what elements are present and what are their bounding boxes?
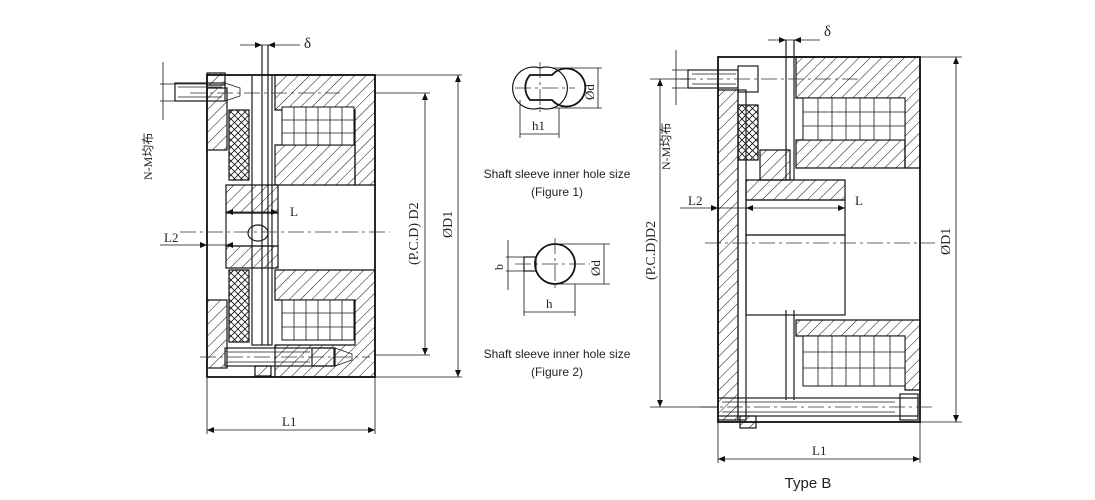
fig1-caption: Shaft sleeve inner hole size	[484, 167, 631, 181]
right-hub-shoulder	[759, 149, 791, 181]
left-l2-arrow-b	[226, 242, 233, 248]
right-l1-arrow-a	[718, 456, 725, 462]
left-friction-top	[228, 109, 250, 181]
fig1-circle	[512, 66, 568, 110]
right-d2-arrow-b	[657, 400, 663, 407]
figure-1: Ød h1 Shaft sleeve inner hole size (Figu…	[484, 62, 631, 199]
right-l1-arrow-b	[913, 456, 920, 462]
left-delta-arrow-b	[268, 42, 275, 48]
left-l1-label: L1	[282, 414, 296, 429]
fig1-h1-label: h1	[532, 118, 545, 133]
figure-2: Ød b h Shaft sleeve inner hole size (Fig…	[484, 238, 631, 379]
right-d1-arrow-b	[953, 415, 959, 422]
left-flange-top	[206, 87, 228, 151]
left-coil-top	[281, 106, 355, 146]
type-b-label: Type B	[785, 475, 832, 492]
fig2-h-label: h	[546, 296, 553, 311]
right-l-arrow	[838, 205, 845, 211]
left-l-arrow-b	[271, 209, 278, 215]
left-friction-bottom	[228, 269, 250, 343]
left-d2-arrow-b	[422, 348, 428, 355]
right-magnet-bottom	[795, 319, 921, 391]
right-delta-label: δ	[824, 24, 831, 40]
right-assembly: δ N-M均布 L2 L (P.C.D)D2 ØD1	[644, 24, 962, 492]
left-assembly: δ N-M均布 L L2 L1 (P.C.D) D2	[141, 36, 462, 434]
right-hub-bore	[745, 199, 846, 236]
right-l2-arrow-a	[711, 205, 718, 211]
right-magnet-top-inner	[795, 139, 906, 169]
left-d2-label: (P.C.D) D2	[407, 202, 422, 265]
fig2-b-label: b	[492, 264, 506, 270]
left-nm-label: N-M均布	[141, 133, 155, 180]
left-coil-bottom	[281, 299, 355, 341]
left-top-bolt	[174, 72, 241, 102]
left-delta-label: δ	[304, 36, 311, 52]
right-d2-label: (P.C.D)D2	[644, 221, 659, 280]
right-coil-bottom	[802, 335, 906, 387]
left-d1-arrow-b	[455, 370, 461, 377]
fig1-d-label: Ød	[582, 84, 597, 100]
fig2-caption: Shaft sleeve inner hole size	[484, 347, 631, 361]
right-d1-label: ØD1	[939, 228, 954, 255]
left-d1-arrow-a	[455, 75, 461, 82]
fig1-shape	[524, 67, 587, 108]
left-hub-top	[225, 184, 279, 214]
left-l1-arrow-a	[207, 427, 214, 433]
right-d2-arrow-a	[657, 79, 663, 86]
left-l2-arrow-a	[200, 242, 207, 248]
left-keyway	[247, 224, 269, 242]
left-magnet-top-inner	[274, 144, 356, 186]
right-delta-arrow-b	[794, 37, 801, 43]
right-delta-arrow-a	[779, 37, 786, 43]
left-hub-bottom	[225, 245, 279, 269]
right-friction-top	[737, 104, 759, 161]
left-l-arrow-a	[226, 209, 233, 215]
left-hub-bore	[225, 212, 279, 247]
left-l-label: L	[290, 204, 298, 219]
left-d2-arrow-a	[422, 93, 428, 100]
left-flange-bottom	[206, 299, 228, 369]
left-l1-arrow-b	[368, 427, 375, 433]
left-delta-arrow-a	[255, 42, 262, 48]
fig1-sub: (Figure 1)	[531, 185, 583, 199]
right-hub-top	[745, 179, 846, 201]
right-flange-plate	[717, 89, 739, 421]
right-l2-label: L2	[688, 193, 702, 208]
fig2-d-label: Ød	[588, 260, 603, 276]
right-l-label: L	[855, 193, 863, 208]
left-d1-label: ØD1	[441, 211, 456, 238]
right-hub-body	[745, 234, 846, 316]
right-coil-top	[802, 97, 906, 141]
left-l2-label: L2	[164, 230, 178, 245]
fig2-sub: (Figure 2)	[531, 365, 583, 379]
right-nm-label: N-M均布	[659, 123, 673, 170]
right-d1-arrow-a	[953, 57, 959, 64]
right-l1-label: L1	[812, 443, 826, 458]
